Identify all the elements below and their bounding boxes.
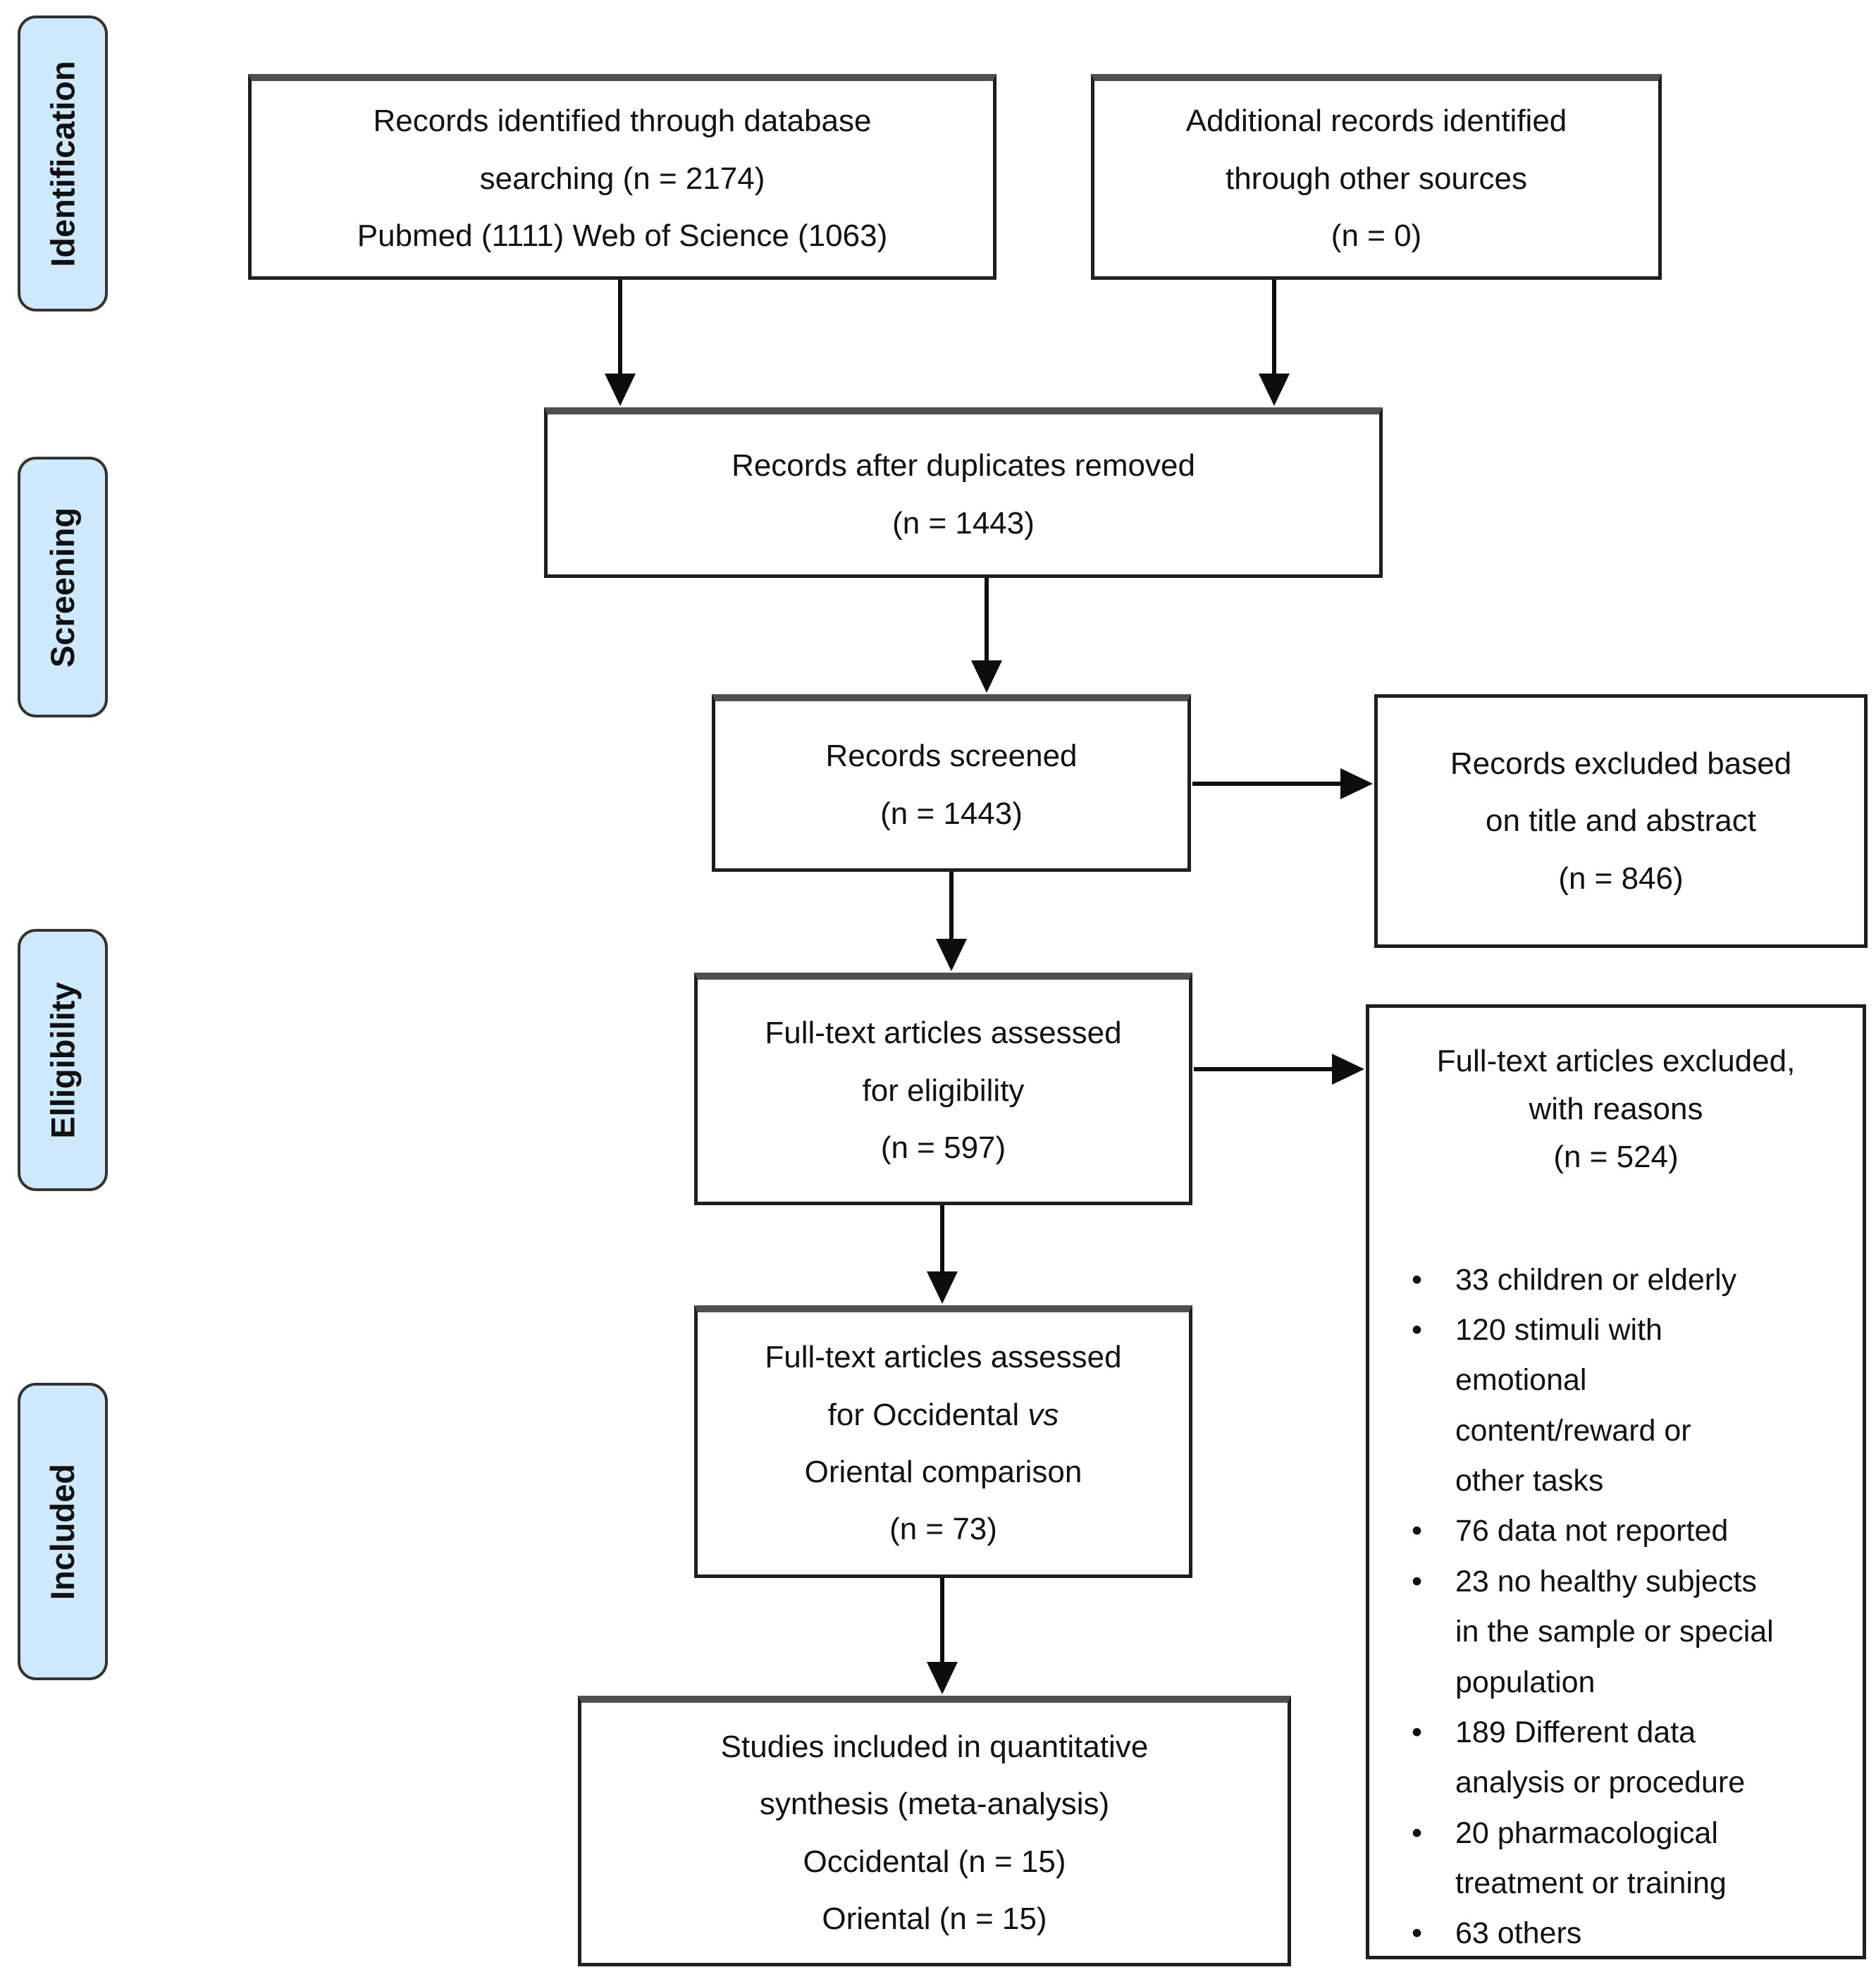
box-line: with reasons [1529,1092,1703,1127]
box-fulltext-assessed-eligibility: Full-text articles assessed for eligibil… [694,973,1192,1205]
box-line: Records screened [825,739,1078,774]
box-line: Full-text articles assessed [765,1340,1122,1375]
box-line: (n = 73) [889,1512,997,1547]
box-comparison-assessed: Full-text articles assessed for Occident… [694,1305,1192,1578]
arrow-comparison-to-studies [927,1578,958,1694]
list-item: • 189 Different data analysis or procedu… [1405,1708,1833,1808]
box-line: searching (n = 2174) [479,161,765,196]
arrow-duplicates-to-screened [971,578,1002,693]
box-line: Full-text articles excluded, [1436,1044,1796,1078]
arrow-fulltext-to-excluded-reasons [1194,1054,1364,1085]
box-duplicates-removed: Records after duplicates removed (n = 14… [544,407,1383,578]
arrow-fulltext-to-comparison [927,1205,958,1304]
reason-line: population [1455,1665,1596,1699]
stage-label-eligibility-text: Elligibility [44,982,82,1138]
list-item: • 23 no healthy subjects in the sample o… [1405,1557,1833,1708]
stage-label-eligibility: Elligibility [18,929,108,1191]
box-line: (n = 597) [880,1130,1006,1166]
bullet-dot-icon: • [1412,1816,1423,1850]
reason-line: 20 pharmacological [1455,1816,1718,1850]
box-line: (n = 524) [1553,1140,1679,1175]
box-line: Oriental (n = 15) [822,1901,1047,1936]
arrow-screened-to-fulltext [936,872,967,971]
arrow-additional-to-duplicates [1259,280,1290,406]
reason-line: 23 no healthy subjects [1455,1564,1757,1598]
box-additional-records: Additional records identified through ot… [1091,74,1662,280]
stage-label-identification-text: Identification [44,60,82,267]
box-line: for Occidental vs [827,1397,1059,1432]
list-item: • 120 stimuli with emotional content/rew… [1405,1305,1833,1507]
bullet-dot-icon: • [1412,1564,1423,1598]
bullet-dot-icon: • [1412,1262,1423,1297]
box-line: Studies included in quantitative [720,1729,1149,1764]
box-fulltext-excluded-reasons: Full-text articles excluded, with reason… [1366,1004,1866,1959]
reason-line: 189 Different data [1455,1715,1696,1749]
box-line: Full-text articles assessed [765,1016,1122,1051]
arrow-identified-to-duplicates [605,280,636,406]
list-item: • 33 children or elderly [1405,1255,1833,1305]
reason-line: emotional [1455,1363,1587,1398]
box-line: through other sources [1225,161,1528,196]
bullet-dot-icon: • [1412,1715,1423,1749]
bullet-dot-icon: • [1412,1514,1423,1548]
reason-line: 63 others [1455,1916,1582,1951]
box-line: on title and abstract [1485,803,1756,839]
box-studies-included: Studies included in quantitative synthes… [578,1696,1291,1966]
box-line: synthesis (meta-analysis) [759,1787,1110,1822]
reason-line: 33 children or elderly [1455,1262,1737,1297]
box-line: Records identified through database [373,104,872,139]
arrow-screened-to-excluded [1192,768,1373,799]
reason-line: treatment or training [1455,1866,1727,1901]
list-item: • 76 data not reported [1405,1506,1833,1556]
reason-line: 120 stimuli with [1455,1312,1662,1347]
box-line: for eligibility [862,1073,1025,1108]
reason-line: 76 data not reported [1455,1514,1729,1548]
stage-label-screening-text: Screening [44,507,82,667]
stage-label-included: Included [18,1383,108,1680]
box-records-screened: Records screened (n = 1443) [712,694,1191,872]
stage-label-screening: Screening [18,457,108,717]
bullet-dot-icon: • [1412,1916,1423,1951]
box-line: Records after duplicates removed [732,448,1195,483]
reason-line: content/reward or [1455,1413,1691,1448]
list-item: • 63 others [1405,1909,1833,1959]
list-item: • 20 pharmacological treatment or traini… [1405,1808,1833,1909]
reason-line: analysis or procedure [1455,1765,1746,1800]
exclusion-reasons-list: • 33 children or elderly • 120 stimuli w… [1379,1255,1853,1959]
reason-line: other tasks [1455,1464,1604,1498]
box-records-identified: Records identified through database sear… [248,74,996,280]
box-line: Oriental comparison [804,1455,1082,1489]
box-line: (n = 1443) [880,796,1023,831]
box-line: (n = 0) [1331,218,1422,254]
box-line: Additional records identified [1185,104,1567,139]
box-line: Pubmed (1111) Web of Science (1063) [357,218,888,254]
stage-label-included-text: Included [44,1463,82,1600]
box-records-excluded-title-abstract: Records excluded based on title and abst… [1374,694,1868,948]
box-line: Occidental (n = 15) [803,1844,1066,1879]
stage-label-identification: Identification [18,16,108,312]
box-line: Records excluded based [1450,746,1792,781]
box-line: (n = 846) [1558,861,1684,896]
bullet-dot-icon: • [1412,1312,1423,1347]
reason-line: in the sample or special [1455,1615,1774,1649]
box-line: (n = 1443) [892,505,1035,541]
